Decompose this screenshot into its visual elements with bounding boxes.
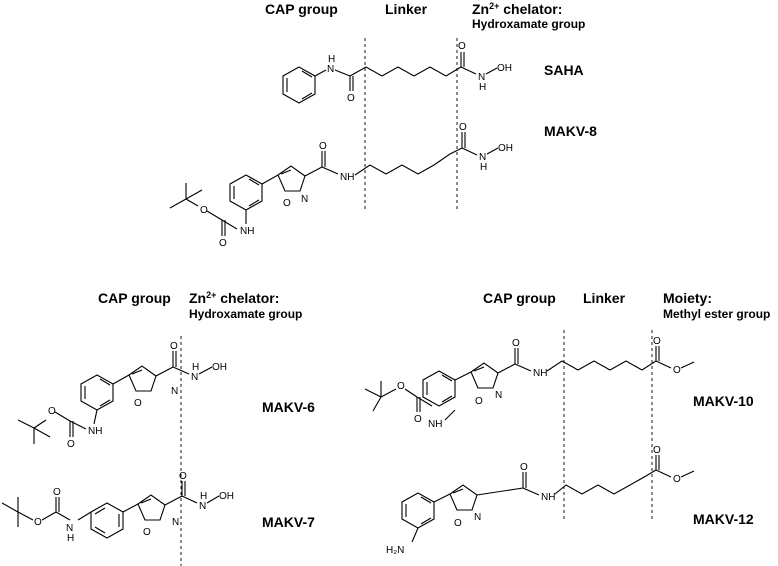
saha-phenyl-ring [282, 66, 316, 104]
makv7-hydroxamate-h: H [200, 491, 207, 502]
makv6-structure: NH O O O N O N H OH [17, 341, 227, 450]
makv6-isoxazole-ring [128, 365, 157, 392]
makv6-ester-o: O [48, 406, 56, 417]
panel-bottom-right: CAP group Linker Moiety: Methyl ester gr… [364, 290, 770, 556]
top-linker-label: Linker [385, 1, 428, 17]
makv8-carbonyl-o: O [459, 122, 467, 133]
makv12-amide-o: O [520, 462, 528, 473]
compound-label-makv8: MAKV-8 [544, 123, 597, 139]
makv8-isoxazole-o: O [283, 198, 291, 209]
top-cap-label: CAP group [265, 1, 338, 17]
makv12-phenyl-ring [401, 492, 435, 529]
makv8-hydroxamate-n: N [479, 152, 486, 163]
saha-hydroxamate-oh: OH [497, 63, 512, 74]
makv12-isoxazole-ring [449, 484, 478, 511]
saha-hydroxamate-n: N [478, 72, 485, 83]
makv7-phenyl-ring [90, 502, 124, 539]
makv7-carbamate-o: O [53, 487, 61, 498]
makv12-ester-carbonyl-o: O [653, 445, 661, 456]
compound-label-makv6: MAKV-6 [262, 399, 315, 415]
top-zn-chelator-sublabel: Hydroxamate group [472, 17, 585, 31]
panel-top: CAP group Linker Zn2+ chelator: Hydroxam… [169, 1, 597, 249]
compound-label-saha: SAHA [544, 62, 584, 78]
makv6-hydroxamate-n: N [191, 372, 198, 383]
makv10-linker-chain [546, 360, 657, 372]
makv8-amide-nh: NH [340, 172, 354, 183]
makv10-carbamate-o: O [414, 414, 422, 425]
makv6-isoxazole-o: O [134, 398, 142, 409]
bl-zn-chelator-label: Zn2+ chelator: [189, 290, 279, 306]
makv12-methyl-ester-o: O [673, 474, 681, 485]
makv8-amide-o: O [319, 141, 327, 152]
makv6-hydroxamate-oh: OH [212, 362, 227, 373]
makv7-hydroxamate-oh: OH [219, 491, 234, 502]
compound-label-makv7: MAKV-7 [262, 514, 315, 530]
makv10-structure: O O NH O N O NH O [364, 336, 695, 430]
makv8-linker-chain [354, 147, 463, 176]
makv6-carbonyl-o: O [170, 341, 178, 352]
makv7-ester-o: O [34, 517, 42, 528]
makv10-isoxazole-ring [470, 362, 499, 389]
makv12-isoxazole-o: O [454, 518, 462, 529]
br-moiety-sublabel: Methyl ester group [663, 307, 770, 321]
compound-label-makv10: MAKV-10 [693, 393, 754, 409]
makv8-isoxazole-n: N [301, 194, 308, 205]
bl-zn-chelator-sublabel: Hydroxamate group [189, 307, 302, 321]
makv7-hydroxamate-n: N [199, 501, 206, 512]
makv7-carbonyl-o: O [179, 471, 187, 482]
saha-amide-n: N [327, 64, 334, 75]
saha-amide-h: H [328, 54, 335, 65]
makv10-isoxazole-n: N [495, 390, 502, 401]
makv10-ester-carbonyl-o: O [653, 336, 661, 347]
makv12-linker-chain [554, 469, 657, 495]
makv12-amine: H₂N [386, 545, 404, 556]
makv6-hydroxamate-h: H [192, 362, 199, 373]
makv10-phenyl-ring [422, 370, 456, 407]
saha-carbonyl-o: O [458, 41, 466, 52]
br-cap-label: CAP group [483, 290, 556, 306]
makv6-phenyl-ring [80, 374, 114, 411]
makv8-isoxazole-ring [277, 165, 306, 192]
bl-cap-label: CAP group [98, 290, 171, 306]
makv8-hydroxamate-h: H [480, 162, 487, 173]
panel-bottom-left: CAP group Zn2+ chelator: Hydroxamate gro… [1, 290, 315, 566]
makv8-hydroxamate-oh: OH [498, 143, 513, 154]
makv8-phenyl-ring [229, 174, 263, 211]
saha-structure: N H O O N H OH [282, 41, 512, 104]
makv12-isoxazole-n: N [474, 512, 481, 523]
compound-label-makv12: MAKV-12 [693, 511, 754, 527]
makv10-isoxazole-o: O [475, 396, 483, 407]
makv7-isoxazole-n: N [172, 517, 179, 528]
saha-linker-chain [349, 66, 462, 77]
saha-hydroxamate-h: H [479, 82, 486, 93]
makv8-carbamate-nh: NH [240, 226, 254, 237]
makv10-methyl-ester-o: O [673, 365, 681, 376]
makv12-amide-nh: NH [541, 492, 555, 503]
top-zn-chelator-label: Zn2+ chelator: [472, 1, 562, 17]
saha-amide-o: O [347, 93, 355, 104]
makv8-structure: NH O O O N O NH O N [169, 122, 513, 249]
makv10-amide-nh: NH [533, 368, 547, 379]
makv7-isoxazole-o: O [143, 527, 151, 538]
br-linker-label: Linker [583, 290, 626, 306]
makv7-isoxazole-ring [137, 494, 166, 521]
makv12-structure: H₂N O N O NH O O [386, 445, 695, 556]
makv10-ester-o: O [397, 381, 405, 392]
makv6-isoxazole-n: N [171, 386, 178, 397]
br-moiety-label: Moiety: [663, 290, 712, 306]
makv6-carbamate-nh: NH [88, 426, 102, 437]
makv6-carbamate-o: O [67, 439, 75, 450]
makv10-amide-o: O [512, 338, 520, 349]
makv8-carbamate-o: O [219, 238, 227, 249]
makv10-carbamate-nh: NH [428, 419, 442, 430]
makv8-ester-o: O [200, 205, 208, 216]
